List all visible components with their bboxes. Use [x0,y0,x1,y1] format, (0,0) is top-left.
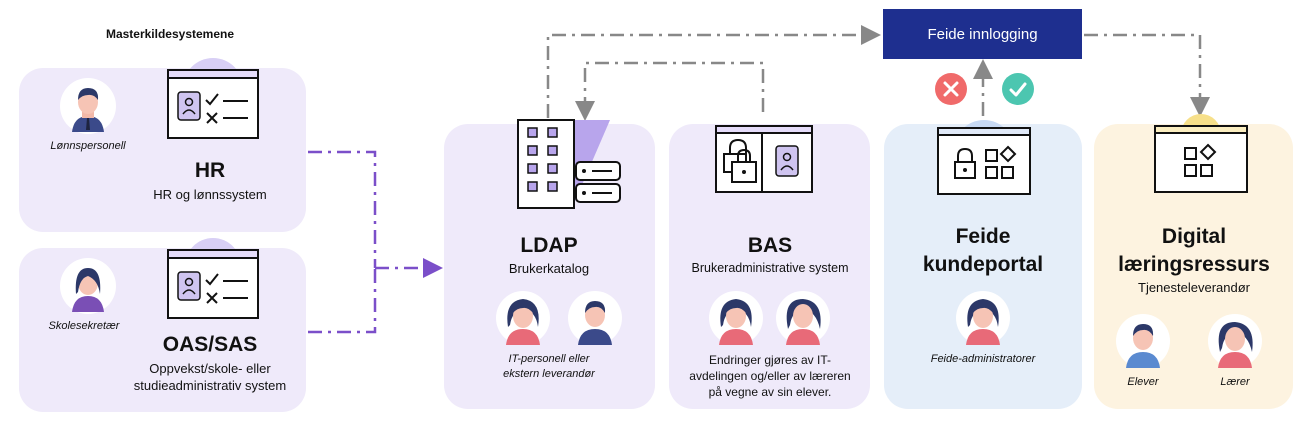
checklist-icon [167,58,259,139]
person-icon [1116,314,1170,368]
person-icon [956,291,1010,345]
checklist-icon [167,238,259,319]
ldap-title: LDAP [520,234,578,257]
bas-title: BAS [747,234,793,257]
feide-login-button[interactable]: Feide innlogging [883,9,1082,59]
person-icon [60,258,116,314]
ldap-subtitle: Brukerkatalog [508,261,590,276]
window-icon [1154,114,1248,193]
server-icon [575,161,621,203]
feide-title-1: Feide [955,225,1011,248]
apps-icon [937,120,1031,195]
oas-title: OAS/SAS [162,333,258,356]
person-icon [776,291,830,345]
bas-subtitle: Brukeradministrative system [691,261,849,275]
person-icon [496,291,550,345]
digital-subtitle: Tjenesteleverandør [1138,280,1250,295]
bas-note-1: Endringer gjøres av IT- [708,353,832,367]
ldap-note-1: IT-personell eller [508,353,590,365]
bas-note-3: på vegne av sin elever. [708,385,832,399]
accept-icon [1002,73,1034,105]
digital-title-2: læringsressurs [1118,253,1270,276]
digital-person-2: Lærer [1220,376,1250,388]
reject-icon [935,73,967,105]
hr-person-label: Lønnspersonell [50,140,126,152]
feide-note: Feide-administratorer [930,353,1036,365]
oas-subtitle-2: studieadministrativ system [133,378,287,393]
hr-subtitle: HR og lønnssystem [153,187,267,202]
person-icon [1208,314,1262,368]
oas-person-label: Skolesekretær [48,320,120,332]
hr-title: HR [194,159,226,182]
oas-subtitle-1: Oppvekst/skole- eller [149,361,271,376]
feide-login-label: Feide innlogging [927,25,1038,43]
digital-title-1: Digital [1161,225,1227,248]
person-icon [709,291,763,345]
bas-note-2: avdelingen og/eller av læreren [689,369,851,383]
person-icon [568,291,622,345]
digital-person-1: Elever [1127,376,1159,388]
feide-title-2: kundeportal [922,253,1044,276]
person-icon [60,78,116,134]
lock-icon [715,125,813,193]
ldap-note-2: ekstern leverandør [503,368,595,380]
building-icon [517,119,610,209]
masters-title: Masterkildesystemene [105,27,235,41]
